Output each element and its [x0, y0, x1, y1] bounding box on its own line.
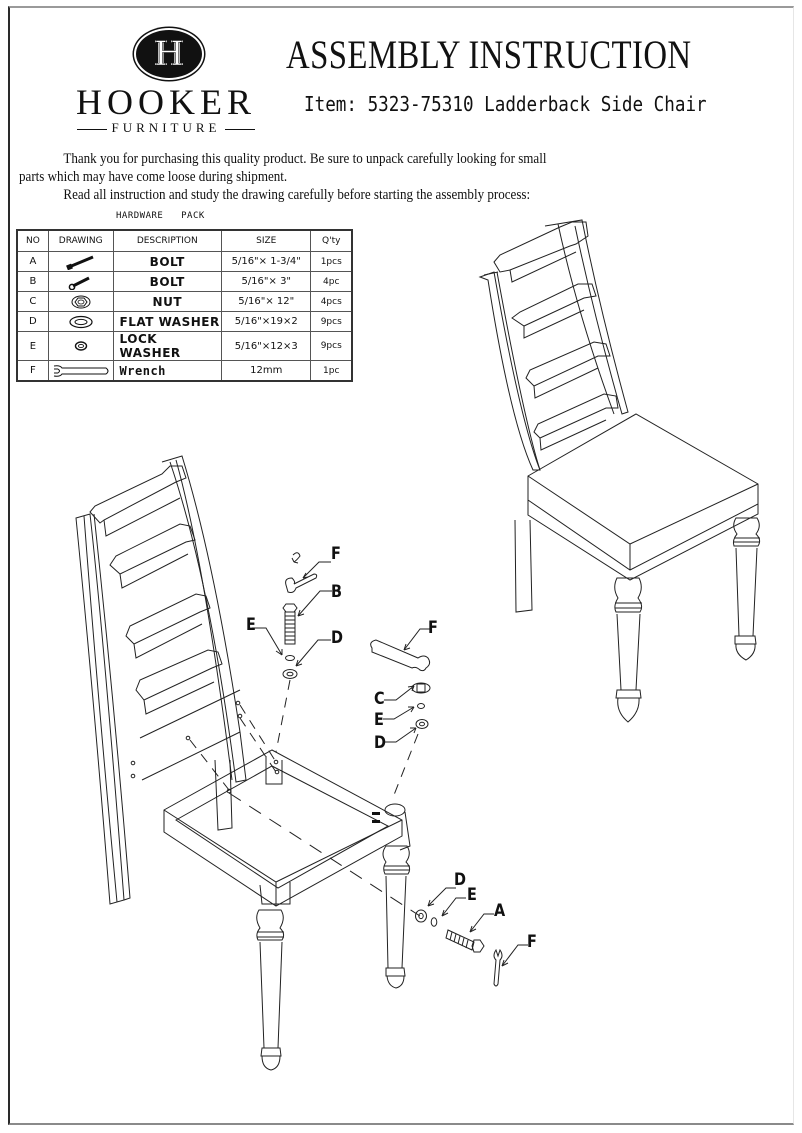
brand-subtitle: FURNITURE — [70, 120, 262, 136]
callout-F-top: F — [331, 544, 341, 564]
row-description: FLAT WASHER — [112, 311, 223, 332]
callout-E-right: E — [374, 710, 384, 730]
flat-washer-icon — [415, 909, 427, 923]
flat-washer-icon — [282, 669, 298, 679]
row-qty: 1pc — [310, 360, 353, 382]
wrench-icon — [370, 639, 431, 672]
rotation-arrow-icon — [291, 552, 301, 564]
hardware-table: NO DRAWING DESCRIPTION SIZE Q'ty A BOLT … — [16, 229, 353, 382]
wrench-icon — [285, 573, 318, 593]
callout-D-bottom: D — [454, 870, 467, 890]
monogram-badge-icon: H — [134, 28, 204, 80]
row-no: E — [16, 331, 49, 361]
exploded-chair-illustration — [75, 455, 421, 1071]
intro-line-2: parts which may have come loose during s… — [19, 169, 288, 185]
assembled-chair-illustration — [478, 219, 761, 723]
table-row: D FLAT WASHER 5/16"×19×2 9pcs — [16, 311, 353, 332]
brand-name: HOOKER — [76, 82, 256, 122]
intro-line-3: Read all instruction and study the drawi… — [63, 187, 531, 203]
table-row: F Wrench 12mm 1pc — [16, 360, 353, 382]
hardware-pack-caption: HARDWARE PACK — [116, 211, 205, 221]
row-qty: 9pcs — [310, 331, 353, 361]
bolt-head-icon — [282, 603, 298, 613]
intro-text: Thank you for purchasing this quality pr… — [19, 150, 546, 204]
item-line: Item: 5323-75310 Ladderback Side Chair — [304, 92, 707, 116]
table-row: E LOCK WASHER 5/16"×12×3 9pcs — [16, 331, 353, 361]
lock-washer-icon — [417, 703, 425, 709]
callout-B: B — [331, 582, 343, 602]
row-description: Wrench — [112, 360, 223, 382]
page-title: ASSEMBLY INSTRUCTION — [286, 32, 692, 77]
lock-washer-icon — [285, 655, 295, 661]
callout-E-bottom: E — [467, 885, 477, 905]
col-header-qty: Q'ty — [310, 229, 353, 252]
callout-F-bottom: F — [527, 932, 537, 952]
lock-washer-icon — [47, 331, 114, 361]
callout-C: C — [374, 689, 385, 709]
lock-washer-icon — [430, 917, 438, 927]
hardware-parts-illustration — [282, 552, 503, 987]
wrench-icon — [47, 360, 114, 382]
bolt-shank-icon — [445, 929, 475, 951]
callout-F-right: F — [428, 618, 438, 638]
callout-D-top: D — [331, 628, 344, 648]
callout-D-right: D — [374, 733, 387, 753]
callout-E-top: E — [246, 615, 256, 635]
wrench-icon — [493, 948, 503, 987]
callout-A: A — [494, 901, 506, 921]
intro-line-1: Thank you for purchasing this quality pr… — [63, 151, 547, 167]
hooker-furniture-logo: H HOOKER FURNITURE — [70, 28, 262, 136]
flat-washer-icon — [415, 719, 429, 729]
row-size: 5/16"×12×3 — [220, 331, 312, 361]
page-border — [8, 6, 794, 1125]
row-description: LOCK WASHER — [112, 331, 223, 361]
row-no: F — [16, 360, 49, 382]
row-size: 12mm — [220, 360, 312, 382]
callout-leaders — [252, 561, 528, 967]
bolt-head-icon — [471, 939, 485, 953]
